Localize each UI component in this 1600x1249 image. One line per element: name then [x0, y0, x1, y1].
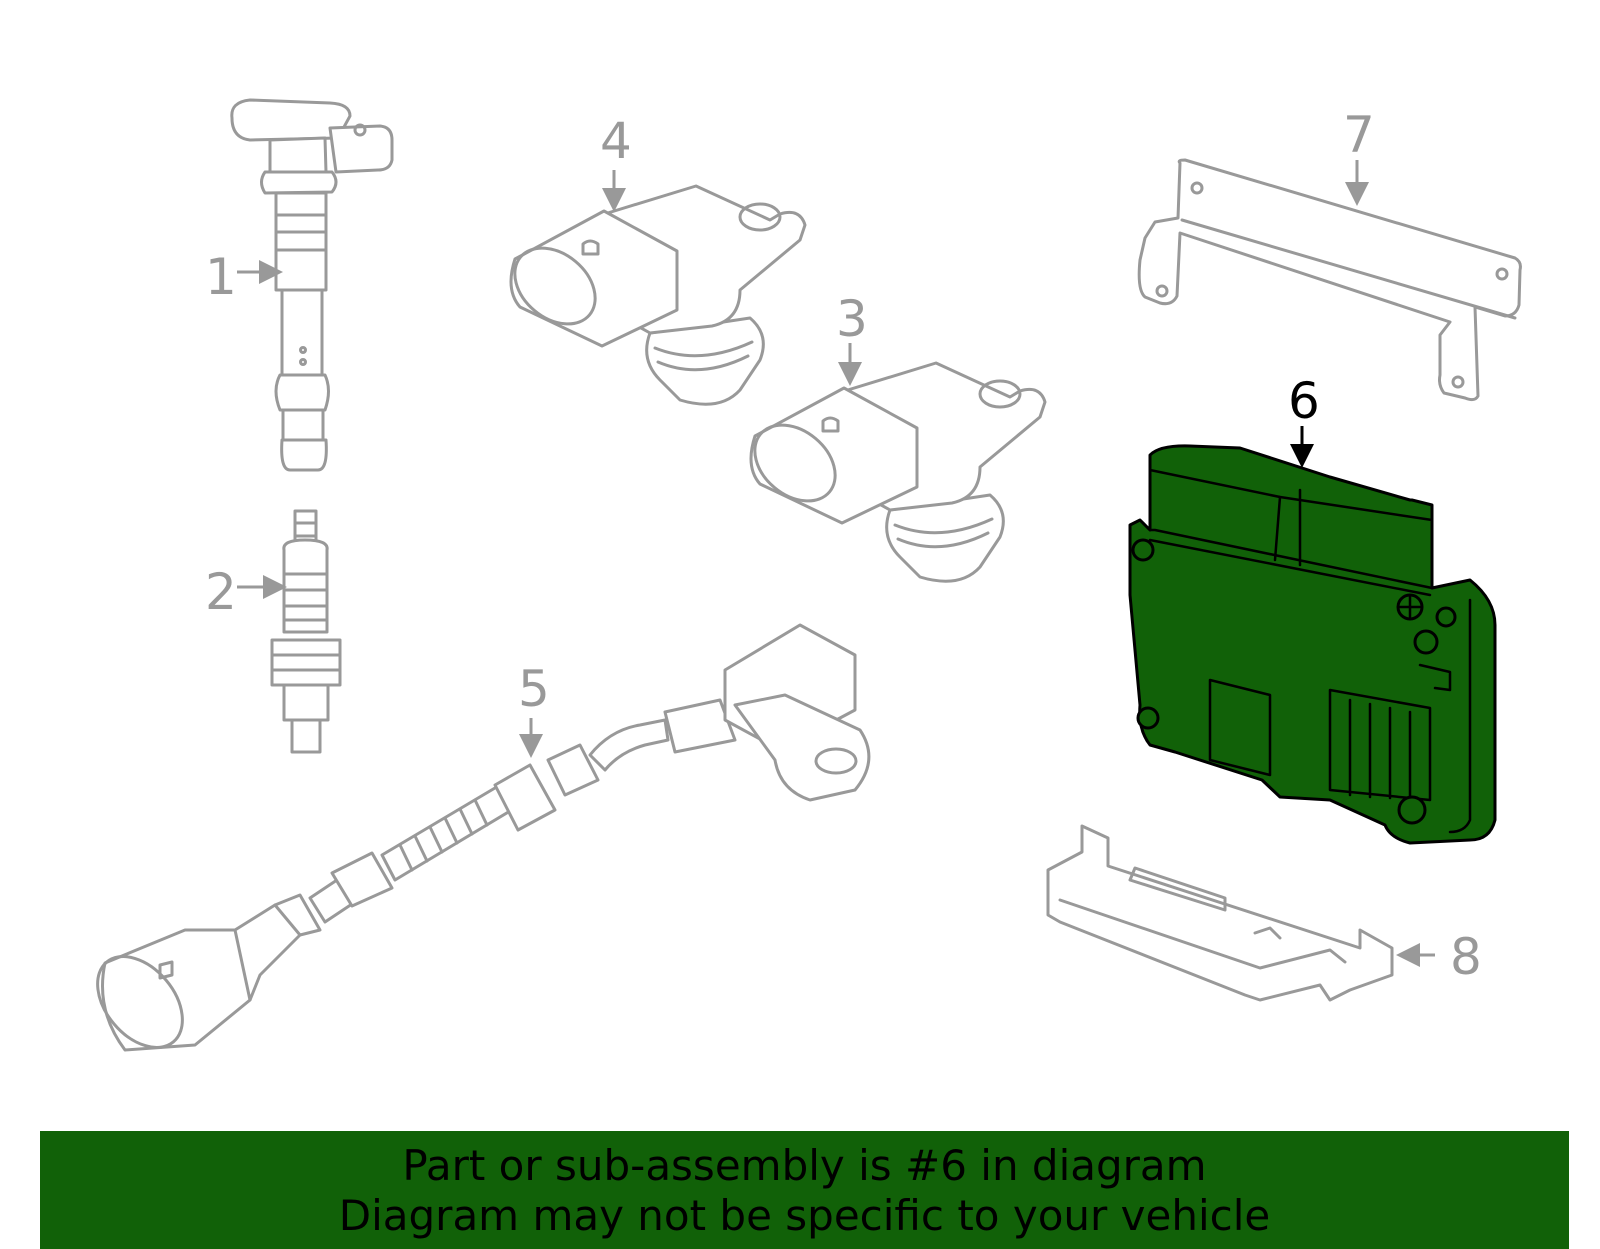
- banner-line-2: Diagram may not be specific to your vehi…: [338, 1191, 1271, 1240]
- part-8-tray[interactable]: [1046, 824, 1394, 1002]
- part-2-sensor-plug[interactable]: [270, 509, 342, 754]
- part-4-camshaft-sensor[interactable]: [500, 184, 807, 406]
- part-1-ignition-coil[interactable]: [230, 98, 394, 472]
- part-3-camshaft-sensor[interactable]: [740, 361, 1047, 583]
- callout-6: 6: [1288, 372, 1320, 430]
- part-5-sensor-harness[interactable]: [81, 623, 871, 1064]
- part-6-ecu[interactable]: [1128, 444, 1497, 845]
- part-7-bracket[interactable]: [1137, 158, 1522, 402]
- info-banner: Part or sub-assembly is #6 in diagram Di…: [40, 1131, 1569, 1249]
- callout-3: 3: [836, 290, 868, 348]
- callout-1: 1: [205, 248, 237, 306]
- callout-4: 4: [600, 112, 632, 170]
- callout-8: 8: [1450, 928, 1482, 986]
- banner-line-1: Part or sub-assembly is #6 in diagram: [402, 1141, 1207, 1190]
- callout-5: 5: [518, 660, 550, 718]
- callout-7: 7: [1343, 106, 1375, 164]
- callout-2: 2: [205, 563, 237, 621]
